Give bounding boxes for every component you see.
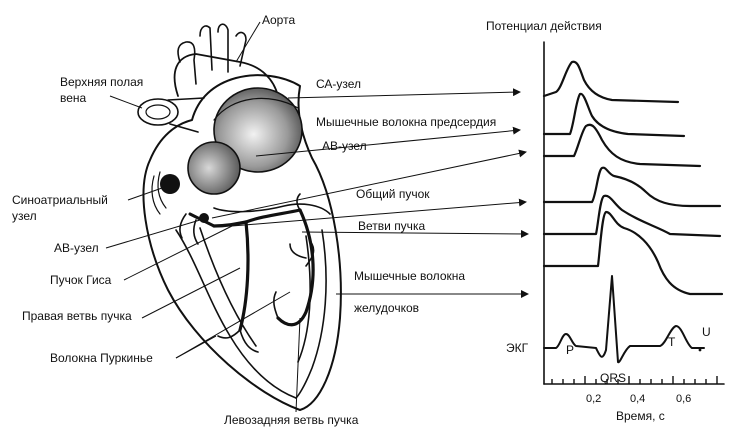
row-label-av-node: АВ-узел [322,139,367,153]
ecg-label: ЭКГ [506,341,529,355]
traces-title: Потенциал действия [486,19,602,33]
av-node-label: АВ-узел [54,241,99,255]
svc-leader [110,96,142,108]
row-label-ventricle-line2: желудочков [354,301,419,315]
left-post-branch-leader [296,318,300,412]
trace-row-labels: СА-узел Мышечные волокна предсердия АВ-у… [316,77,496,315]
trace-ventricle [544,212,722,294]
row-label-atrial-muscle: Мышечные волокна предсердия [316,115,496,129]
right-branch-label: Правая ветвь пучка [22,309,132,323]
ecg-wave-qrs: QRS [600,371,626,385]
svc-label-line2: вена [60,91,87,105]
left-post-branch-label: Левозадняя ветвь пучка [224,413,359,427]
his-label: Пучок Гиса [50,273,112,287]
sa-node-label-line2: узел [12,209,37,223]
ecg-wave-t: T [668,335,676,349]
trace-common-bundle [544,168,720,206]
purkinje-label: Волокна Пуркинье [50,351,153,365]
ecg-u-dot [699,349,702,352]
row-label-sa-node: СА-узел [316,77,361,91]
sa-node-label-line1: Синоатриальный [12,193,108,207]
time-tick-label-0-6: 0,6 [676,393,691,405]
row-label-ventricle-line1: Мышечные волокна [354,269,465,283]
aorta-label: Аорта [262,13,295,27]
purkinje-leader-b [176,292,290,358]
row-label-common-bundle: Общий пучок [356,187,430,201]
sa-node-leader [128,188,162,200]
time-axis-title: Время, с [616,409,665,423]
time-axis-ticks [552,376,717,384]
action-potential-panel: Потенциал действия ЭКГ P QRS T U 0,2 0,4… [486,19,724,423]
ecg-wave-p: P [566,343,574,357]
row-label-bundle-branches: Ветви пучка [358,219,425,233]
arrow-sa-node [288,92,520,98]
svc-label-line1: Верхняя полая [60,75,143,89]
aorta-leader [236,22,260,62]
heart-illustration [138,24,341,410]
ecg-wave-u: U [702,325,711,339]
av-node-leader [106,220,200,248]
time-tick-label-0-4: 0,4 [630,393,645,405]
time-tick-label-0-2: 0,2 [586,393,601,405]
trace-av-node [544,125,700,166]
trace-sa-node [544,62,678,102]
